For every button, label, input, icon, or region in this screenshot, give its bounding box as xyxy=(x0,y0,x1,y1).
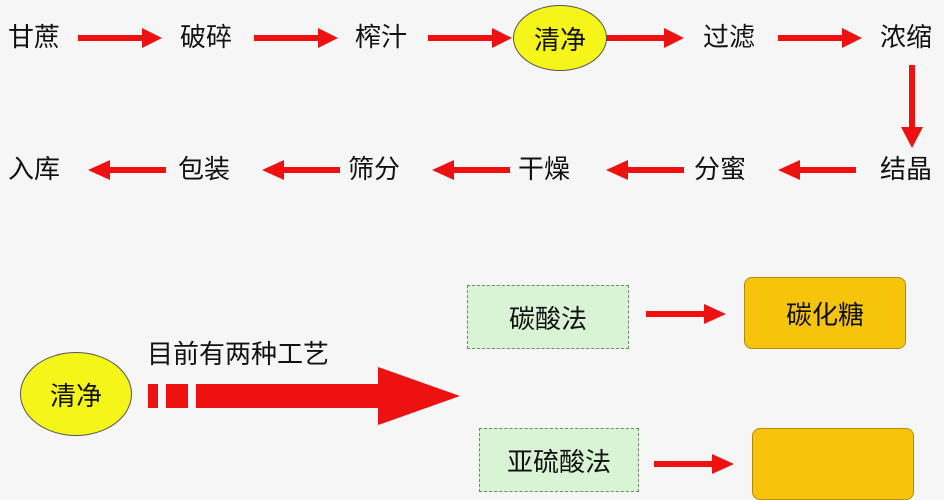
step-storage: 入库 xyxy=(8,155,61,185)
arrow-right xyxy=(428,28,512,48)
step-screening: 筛分 xyxy=(348,155,401,185)
arrow-right xyxy=(78,28,162,48)
step-centrifuge: 分蜜 xyxy=(694,155,747,185)
arrow-right xyxy=(654,454,734,474)
result-carbonation-label: 碳化糖 xyxy=(785,300,864,331)
process-caption: 目前有两种工艺 xyxy=(147,340,330,370)
big-arrow xyxy=(148,367,460,425)
method-sulfitation: 亚硫酸法 xyxy=(479,428,639,492)
arrow-left xyxy=(432,160,510,180)
arrow-left xyxy=(262,160,340,180)
arrow-right xyxy=(600,28,684,48)
step-clarification: 清净 xyxy=(533,25,586,56)
arrow-left xyxy=(88,160,166,180)
arrow-right xyxy=(254,28,338,48)
arrow-left xyxy=(778,160,856,180)
step-crushing: 破碎 xyxy=(180,23,233,53)
step-concentration: 浓缩 xyxy=(880,23,933,53)
step-drying: 干燥 xyxy=(518,155,571,185)
arrow-right xyxy=(646,304,726,324)
step-filtration: 过滤 xyxy=(703,23,756,53)
step-juicing: 榨汁 xyxy=(355,23,408,53)
result-sulfitation xyxy=(752,428,914,500)
method-carbonation: 碳酸法 xyxy=(467,285,629,349)
step-clarification-highlight: 清净 xyxy=(513,5,607,71)
arrow-down xyxy=(901,65,923,148)
arrow-right xyxy=(778,28,862,48)
step-crystallization: 结晶 xyxy=(880,155,933,185)
arrow-left xyxy=(606,160,684,180)
step-sugarcane: 甘蔗 xyxy=(8,23,61,53)
method-sulfitation-label: 亚硫酸法 xyxy=(506,447,611,478)
method-carbonation-label: 碳酸法 xyxy=(508,304,587,335)
source-ellipse: 清净 xyxy=(20,352,132,436)
result-carbonation: 碳化糖 xyxy=(744,277,906,349)
step-packaging: 包装 xyxy=(178,155,231,185)
source-label: 清净 xyxy=(49,381,102,412)
